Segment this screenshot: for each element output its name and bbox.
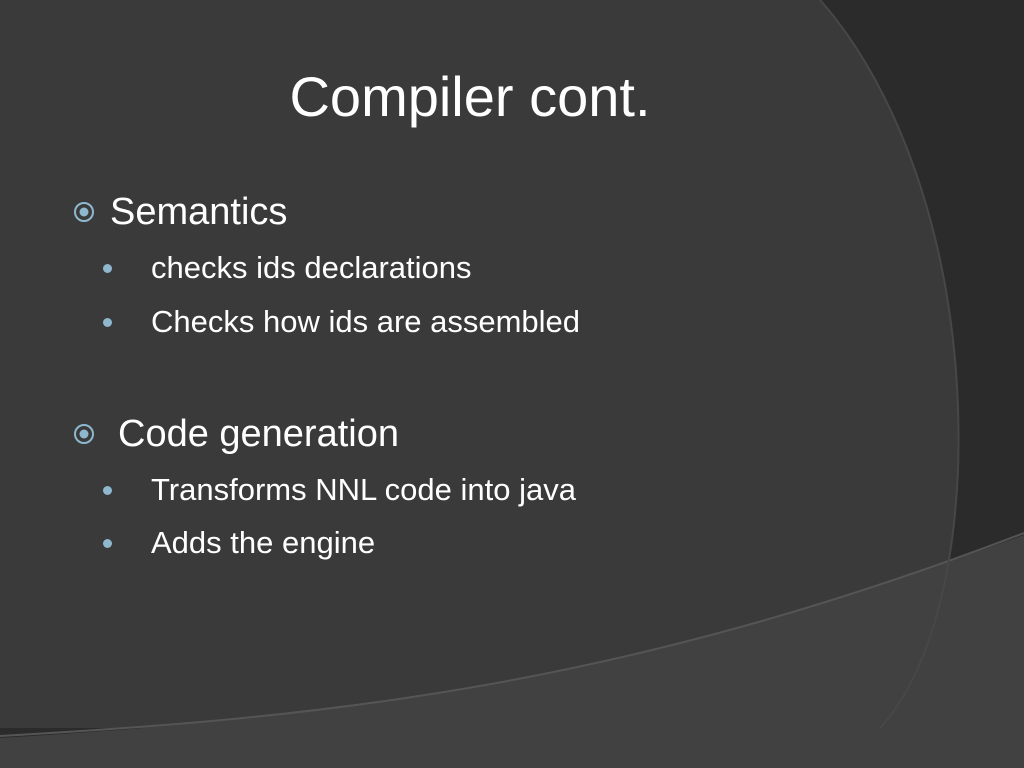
bullet-level1-code-generation: Code generation xyxy=(72,410,399,458)
ring-bullet-icon xyxy=(74,424,94,444)
dot-bullet-icon xyxy=(103,317,112,327)
slide-title: Compiler cont. xyxy=(289,65,651,128)
bullet-text: Adds the engine xyxy=(151,525,376,560)
dot-bullet-icon xyxy=(103,485,112,495)
bullet-text: Transforms NNL code into java xyxy=(151,472,576,507)
bullet-level2: Adds the engine xyxy=(103,523,375,563)
bullet-level1-semantics: Semantics xyxy=(72,188,287,236)
ring-bullet-icon xyxy=(74,202,94,222)
bullet-text: Checks how ids are assembled xyxy=(151,304,581,339)
bullet-level2: Transforms NNL code into java xyxy=(103,470,576,510)
section-heading: Semantics xyxy=(110,190,288,233)
section-heading: Code generation xyxy=(118,412,399,455)
bullet-text: checks ids declarations xyxy=(151,250,472,285)
dot-bullet-icon xyxy=(103,538,112,548)
bullet-level2: Checks how ids are assembled xyxy=(103,302,580,342)
bullet-level2: checks ids declarations xyxy=(103,248,472,288)
dot-bullet-icon xyxy=(103,263,112,273)
